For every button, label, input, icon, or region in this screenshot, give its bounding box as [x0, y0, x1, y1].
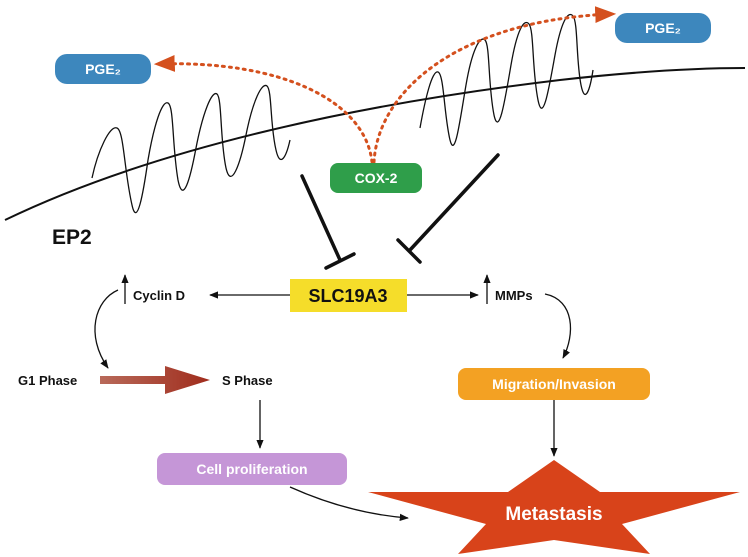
pge2-right-badge: PGE₂: [615, 13, 711, 43]
cell-proliferation-node: Cell proliferation: [157, 453, 347, 485]
ep2-receptor-left: [91, 84, 291, 214]
mmps-label: MMPs: [495, 288, 533, 303]
arrow-cyclin-to-g1: [94, 289, 119, 369]
inhibition-left: [300, 174, 356, 270]
cell-membrane: [4, 67, 746, 221]
g1-phase-label: G1 Phase: [18, 373, 77, 388]
arrow-mmps-to-migration: [544, 293, 572, 359]
metastasis-node: Metastasis: [368, 460, 740, 554]
svg-text:Migration/Invasion: Migration/Invasion: [492, 376, 616, 392]
cox2-badge: COX-2: [330, 163, 422, 193]
cyclin-d-label: Cyclin D: [133, 288, 185, 303]
svg-text:Cell proliferation: Cell proliferation: [196, 461, 307, 477]
pge2-release-left-path: [153, 55, 374, 164]
inhibition-right: [396, 153, 500, 264]
svg-text:PGE₂: PGE₂: [645, 20, 681, 36]
pge2-release-right-path: [372, 6, 617, 164]
g1-to-s-arrow: [100, 366, 210, 394]
ep2-label: EP2: [52, 226, 92, 249]
pge2-left-badge: PGE₂: [55, 54, 151, 84]
arrow-proliferation-to-metastasis: [289, 486, 409, 521]
svg-text:Metastasis: Metastasis: [505, 504, 602, 525]
s-phase-label: S Phase: [222, 373, 273, 388]
svg-text:COX-2: COX-2: [355, 170, 398, 186]
svg-text:SLC19A3: SLC19A3: [308, 286, 387, 306]
migration-invasion-node: Migration/Invasion: [458, 368, 650, 400]
slc19a3-node: SLC19A3: [290, 279, 407, 312]
svg-text:PGE₂: PGE₂: [85, 61, 121, 77]
